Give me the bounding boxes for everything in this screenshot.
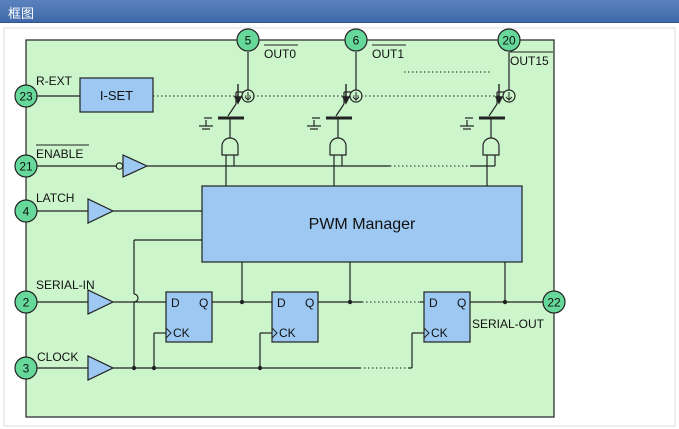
window-title-bar: 框图 xyxy=(0,0,679,23)
diagram-frame: I-SET PWM Manager D Q CK xyxy=(0,23,679,429)
diagram-border xyxy=(3,27,676,427)
pin-20-label: 20 xyxy=(502,34,516,48)
output-switch-icons xyxy=(199,103,505,138)
pin-22-label: 22 xyxy=(547,296,561,310)
svg-text:Q: Q xyxy=(305,296,314,310)
pin-20 xyxy=(497,28,521,52)
pin-2-label: 2 xyxy=(23,296,30,310)
block-diagram: I-SET PWM Manager D Q CK xyxy=(3,27,676,427)
window-title: 框图 xyxy=(8,7,35,22)
flip-flop-2: D Q CK xyxy=(271,291,319,343)
out15-label: OUT15 xyxy=(510,54,549,68)
flip-flop-3: D Q CK xyxy=(423,291,471,343)
iset-label: I-SET xyxy=(100,88,133,103)
latch-label: LATCH xyxy=(36,191,74,205)
svg-text:D: D xyxy=(429,296,438,310)
clock-label: CLOCK xyxy=(37,350,78,364)
pin-4-label: 4 xyxy=(23,205,30,219)
svg-text:Q: Q xyxy=(457,296,466,310)
enable-label: ENABLE xyxy=(36,147,83,161)
clock-buffer-icon xyxy=(87,355,115,381)
svg-text:D: D xyxy=(171,296,180,310)
pin-23 xyxy=(14,84,38,108)
pin-22 xyxy=(542,290,566,314)
flip-flop-1: D Q CK xyxy=(165,291,213,343)
serial-in-buffer-icon xyxy=(87,289,115,315)
out0-label: OUT0 xyxy=(264,47,296,61)
r-ext-label: R-EXT xyxy=(36,74,73,88)
pin-3-label: 3 xyxy=(23,362,30,376)
pwm-manager-block xyxy=(201,185,523,263)
svg-text:CK: CK xyxy=(279,326,296,340)
pin-5-label: 5 xyxy=(245,34,252,48)
svg-text:CK: CK xyxy=(173,326,190,340)
latch-buffer-icon xyxy=(87,198,115,224)
svg-text:D: D xyxy=(277,296,286,310)
svg-text:Q: Q xyxy=(199,296,208,310)
serial-in-label: SERIAL-IN xyxy=(36,278,95,292)
serial-out-label: SERIAL-OUT xyxy=(472,317,545,331)
pin-6-label: 6 xyxy=(353,34,360,48)
iset-block xyxy=(79,77,154,113)
pin-6 xyxy=(344,28,368,52)
pwm-manager-label: PWM Manager xyxy=(309,216,416,233)
pin-21-label: 21 xyxy=(19,160,33,174)
pin-23-label: 23 xyxy=(19,90,33,104)
pin-4 xyxy=(14,199,38,223)
pin-3 xyxy=(14,356,38,380)
pin-21 xyxy=(14,154,38,178)
svg-text:CK: CK xyxy=(431,326,448,340)
and-gate-icons xyxy=(221,137,500,156)
pin-2 xyxy=(14,290,38,314)
out1-label: OUT1 xyxy=(372,47,404,61)
pin-5 xyxy=(236,28,260,52)
